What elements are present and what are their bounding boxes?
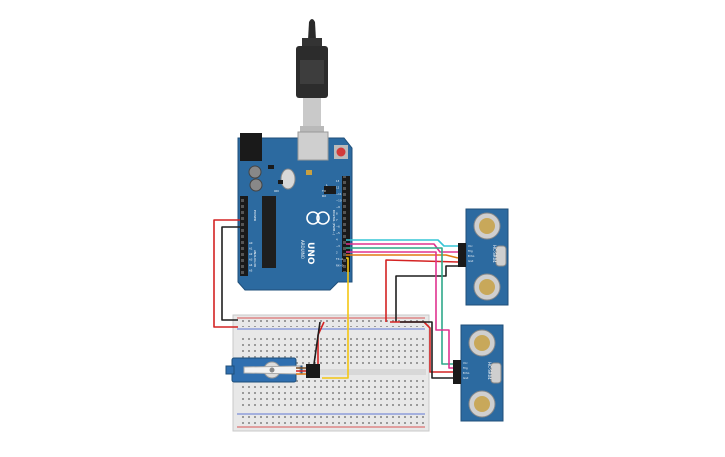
- label-tx: TX: [321, 189, 326, 193]
- digital-pin-label: RX←0: [336, 264, 344, 268]
- label-power: POWER: [253, 210, 257, 221]
- digital-pin-label: ~6: [336, 225, 340, 229]
- sensor-pin-label: Echo: [468, 254, 475, 258]
- wire-red-5v: [213, 219, 240, 328]
- digital-pin-label: 13: [336, 179, 340, 183]
- digital-pin-label: 8: [336, 212, 338, 216]
- sensor-2-model: HC-SR04: [487, 362, 492, 380]
- analog-pin-label: A0: [249, 241, 253, 245]
- wire-black-gnd: [221, 226, 240, 321]
- sensor-pin-label: Gnd: [468, 259, 474, 263]
- sensor-pin-label: Echo: [463, 371, 470, 375]
- wire-servo-black: [313, 321, 321, 365]
- microcontroller-chip: [262, 196, 276, 268]
- analog-pin-label: A5: [249, 269, 253, 273]
- label-l: L: [326, 183, 328, 187]
- servo-motor[interactable]: [225, 357, 320, 383]
- digital-pin-label: ~3: [336, 244, 340, 248]
- arduino-uno-board[interactable]: ARDUINO UNO DIGITAL (PWM~) POWER ANALOG …: [237, 131, 353, 291]
- sensor-pin-label: Gnd: [463, 376, 469, 380]
- digital-pin-labels: 13 12 ~11 ~10 ~9 8 7 ~6 ~5 4 ~3 2TX→1RX←0: [336, 179, 344, 268]
- wire-teal-s2: [346, 247, 453, 365]
- wires: [213, 219, 459, 379]
- digital-pin-label: 12: [336, 186, 340, 190]
- wire-black-s2: [400, 321, 453, 379]
- digital-pin-label: TX→1: [336, 257, 344, 261]
- sensor-pin-label: Trig: [468, 249, 473, 253]
- digital-pin-label: 7: [336, 218, 338, 222]
- digital-pin-label: 4: [336, 238, 338, 242]
- sensor-1-model: HC-SR04: [492, 245, 497, 263]
- power-jack: [240, 133, 262, 161]
- label-on: ON: [274, 189, 279, 193]
- analog-pin-label: A4: [249, 263, 253, 267]
- usb-port: [297, 131, 329, 161]
- analog-pin-label: A3: [249, 258, 253, 262]
- sensor-pin-label: Vcc: [463, 361, 468, 365]
- label-rx: RX: [322, 194, 326, 198]
- sensor-pin-label: Trig: [463, 366, 468, 370]
- brand-label: ARDUINO: [300, 240, 305, 259]
- wire-yellow-servo: [322, 257, 349, 379]
- digital-pin-label: 2: [336, 251, 338, 255]
- wire-red-s1: [385, 259, 459, 322]
- usb-cable: [296, 19, 328, 134]
- wire-orange-s1: [346, 254, 459, 259]
- digital-pin-label: ~11: [336, 192, 342, 196]
- label-digital: DIGITAL (PWM~): [332, 210, 336, 235]
- analog-pin-label: A1: [249, 247, 253, 251]
- model-label: UNO: [305, 242, 315, 265]
- digital-pin-label: ~10: [336, 199, 342, 203]
- wire-pink-s2: [346, 251, 453, 369]
- sensor-pin-label: Vcc: [468, 244, 473, 248]
- reset-button[interactable]: [336, 147, 346, 157]
- digital-pin-label: ~5: [336, 231, 340, 235]
- analog-pin-label: A2: [249, 252, 253, 256]
- servo-connector: [306, 364, 320, 378]
- wire-black-s1: [395, 265, 458, 322]
- wire-cyan-s1: [346, 239, 458, 247]
- digital-pin-label: ~9: [336, 205, 340, 209]
- arduino-logo: [306, 211, 320, 225]
- label-analog: ANALOG IN: [253, 250, 257, 267]
